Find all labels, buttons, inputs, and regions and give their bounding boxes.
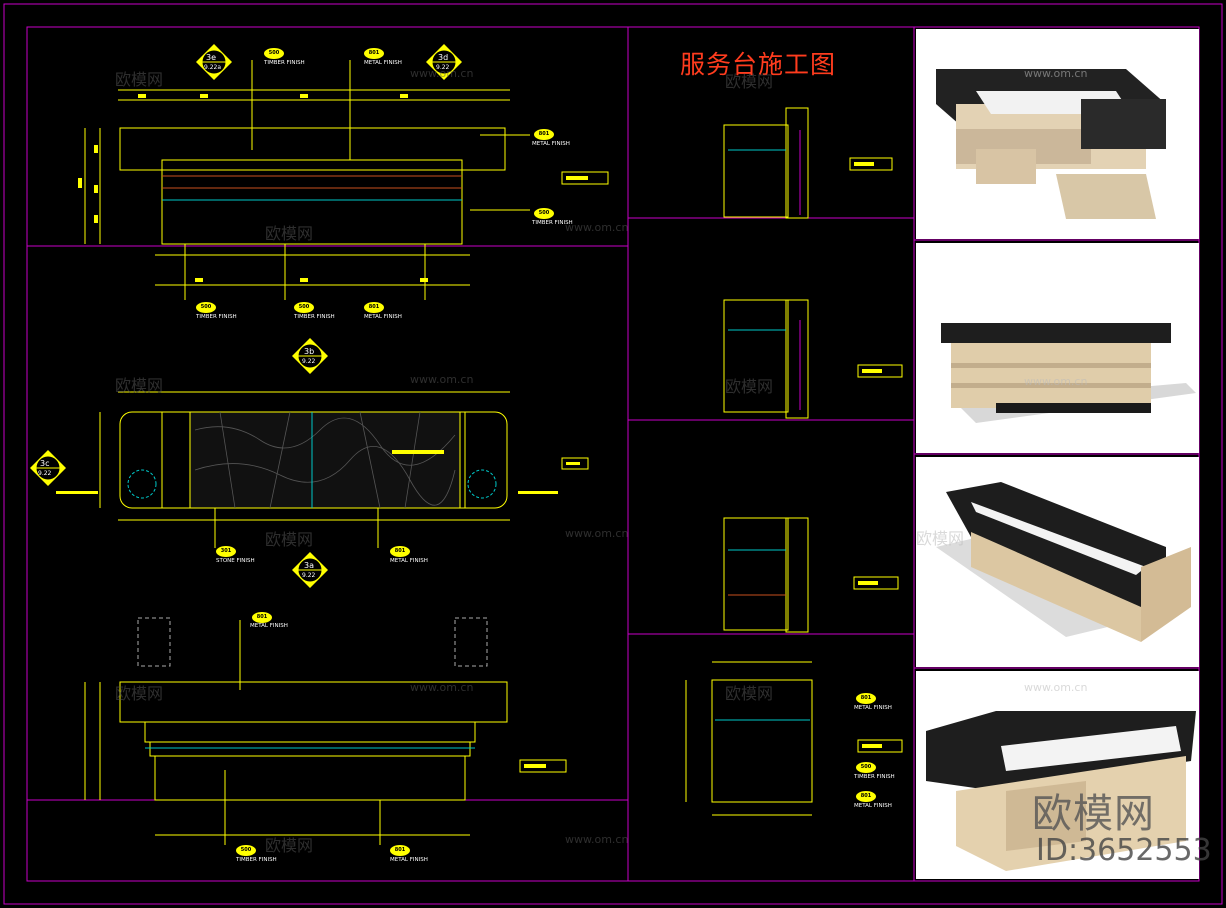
watermark-cn: 欧模网 [115,684,164,703]
callout-3b-code: 3b [304,347,315,356]
callout-3b [292,338,328,374]
callout-3a-ref: 9.22 [302,572,316,579]
material-tag: 500 [264,48,284,59]
material-tag: 801 [364,48,384,59]
watermark-cn: 欧模网 [725,684,774,703]
callout-3c [30,450,66,486]
watermark-url: www.om.cn [565,221,629,234]
metal-finish-label: METAL FINISH [364,314,402,320]
watermark-url: www.om.cn [410,67,474,80]
material-tag: 500 [856,762,876,773]
watermark-large: 欧模网 [1032,791,1155,837]
watermark-url: www.om.cn [565,833,629,846]
bottom-dimension-drawing [155,770,470,845]
timber-finish-label: TIMBER FINISH [236,857,277,863]
watermark-cn: 欧模网 [115,376,164,395]
timber-finish-label: TIMBER FINISH [854,774,895,780]
render-view-2: www.om.cn [916,243,1199,453]
material-tag: 500 [236,845,256,856]
watermark-cn: 欧模网 [115,70,164,89]
metal-finish-label: METAL FINISH [532,141,570,147]
callout-3e-code: 3e [206,53,217,62]
watermark-url: www.om.cn [565,527,629,540]
timber-finish-label: TIMBER FINISH [264,60,305,66]
material-tag: 500 [294,302,314,313]
front-elevation-drawing [78,60,609,300]
material-tag: 801 [252,612,272,623]
callout-3c-code: 3c [40,459,50,468]
material-tag: 500 [196,302,216,313]
material-tag: 801 [390,845,410,856]
plan-view-drawing [56,391,589,548]
callout-3c-ref: 9.22 [38,470,52,477]
timber-finish-label: TIMBER FINISH [196,314,237,320]
render-view-3: 欧模网 [916,457,1199,667]
metal-finish-label: METAL FINISH [250,623,288,629]
callout-3b-ref: 9.22 [302,358,316,365]
callout-3d-ref: 9.22 [436,64,450,71]
material-tag: 801 [856,693,876,704]
watermark-cn: 欧模网 [265,836,314,855]
callout-3d [426,44,462,80]
timber-finish-label: TIMBER FINISH [532,220,573,226]
watermark-cn: 欧模网 [265,530,314,549]
material-tag: 801 [856,791,876,802]
watermark-cn: 欧模网 [725,377,774,396]
stone-finish-label: STONE FINISH [216,558,255,564]
watermark-url: www.om.cn [410,373,474,386]
callout-3e [196,44,232,80]
material-tag: 801 [390,546,410,557]
model-id: ID:3652553 [1036,833,1212,868]
watermark-url: www.om.cn [1024,375,1088,388]
metal-finish-label: METAL FINISH [390,558,428,564]
render-view-1: www.om.cn [916,29,1199,239]
section-drawings [685,107,903,816]
render-view-4: www.om.cn 欧模网 ID:3652553 [916,671,1212,879]
rear-elevation-drawing [84,617,567,801]
watermark-url: www.om.cn [1024,67,1088,80]
watermark-url: www.om.cn [1024,681,1088,694]
watermark-cn: 欧模网 [725,72,774,91]
callout-3a [292,552,328,588]
drawing-title: 服务台施工图 [680,50,837,79]
material-tag: 500 [534,208,554,219]
metal-finish-label: METAL FINISH [364,60,402,66]
watermark-url: www.om.cn [410,681,474,694]
watermark-cn: 欧模网 [265,224,314,243]
metal-finish-label: METAL FINISH [390,857,428,863]
material-tag: 801 [534,129,554,140]
material-tag: 801 [364,302,384,313]
callout-3d-code: 3d [438,53,449,62]
metal-finish-label: METAL FINISH [854,705,892,711]
callout-3e-ref: 9.22a [204,64,222,71]
metal-finish-label: METAL FINISH [854,803,892,809]
callout-3a-code: 3a [304,561,314,570]
material-tag: 301 [216,546,236,557]
timber-finish-label: TIMBER FINISH [294,314,335,320]
watermark-cn: 欧模网 [916,529,965,548]
